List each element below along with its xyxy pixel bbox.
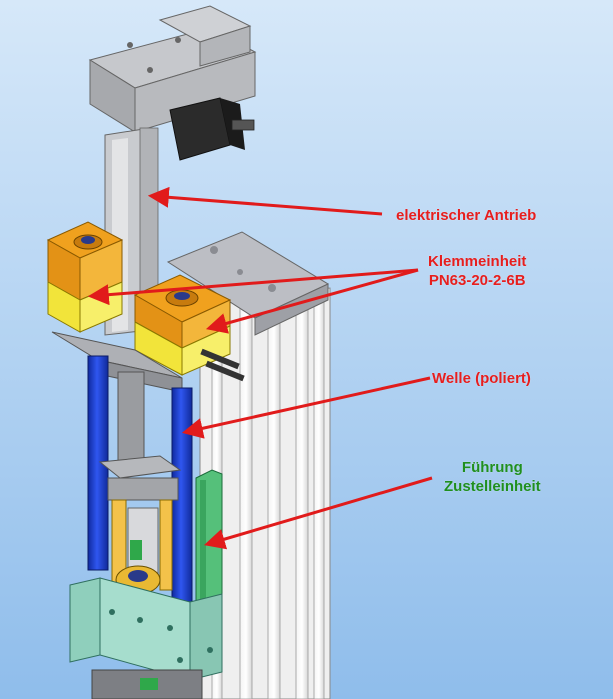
label-clamp-unit: Klemmeinheit PN63-20-2-6B (428, 252, 526, 290)
drive-housing (88, 5, 257, 161)
callout-arrows (87, 186, 433, 550)
arrow-drive (147, 186, 383, 216)
label-guide: Führung Zustelleinheit (444, 458, 541, 496)
carriage-assembly (98, 455, 182, 595)
arrow-clamp-left (87, 268, 419, 306)
label-clamp-unit-line2: PN63-20-2-6B (428, 272, 526, 289)
label-clamp-unit-line1: Klemmeinheit (428, 253, 527, 270)
label-electric-drive-text: elektrischer Antrieb (396, 207, 537, 224)
label-guide-line2: Zustelleinheit (444, 478, 541, 495)
label-guide-line1: Führung (461, 459, 523, 476)
arrow-shaft (181, 376, 431, 439)
arrow-clamp-right (205, 268, 419, 334)
arrow-guide (203, 476, 433, 550)
clamp-unit-right (133, 274, 245, 382)
base-carriage (69, 577, 223, 699)
label-shaft: Welle (poliert) (432, 369, 531, 388)
clamp-unit-left (46, 221, 124, 333)
mounting-plate (166, 231, 330, 336)
label-shaft-text: Welle (poliert) (432, 370, 531, 387)
label-electric-drive: elektrischer Antrieb (396, 206, 536, 225)
cross-plate (51, 331, 183, 473)
guide-feed-unit (195, 469, 223, 607)
